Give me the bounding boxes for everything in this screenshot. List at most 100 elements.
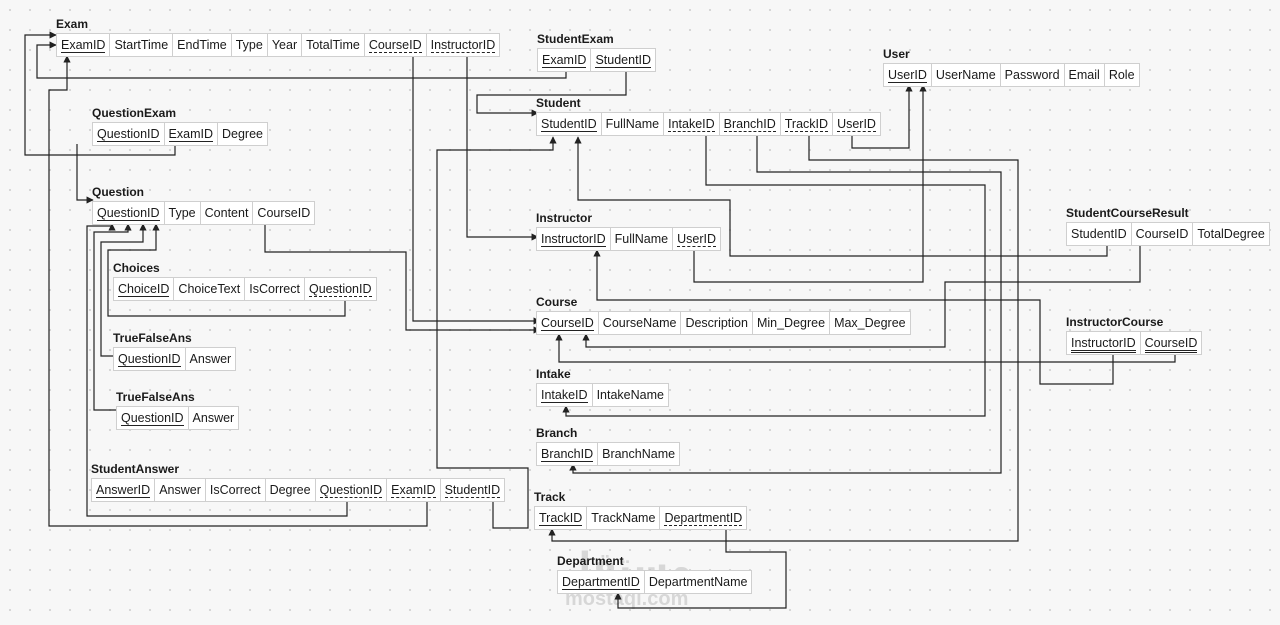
field-questionid[interactable]: QuestionID (93, 123, 165, 145)
field-instructorid[interactable]: InstructorID (537, 228, 611, 250)
field-branchid[interactable]: BranchID (537, 443, 599, 465)
field-userid[interactable]: UserID (884, 64, 932, 86)
field-label: Type (168, 206, 196, 220)
field-label: Answer (192, 411, 235, 425)
table-title: Choices (113, 261, 160, 275)
field-answer[interactable]: Answer (189, 407, 239, 429)
field-password[interactable]: Password (1001, 64, 1065, 86)
field-min-degree[interactable]: Min_Degree (753, 312, 831, 334)
field-trackid[interactable]: TrackID (781, 113, 834, 135)
field-starttime[interactable]: StartTime (110, 34, 174, 56)
field-coursename[interactable]: CourseName (599, 312, 682, 334)
field-iscorrect[interactable]: IsCorrect (245, 278, 305, 300)
field-username[interactable]: UserName (932, 64, 1001, 86)
field-answerid[interactable]: AnswerID (92, 479, 156, 501)
field-content[interactable]: Content (201, 202, 254, 224)
field-studentid[interactable]: StudentID (1067, 223, 1132, 245)
field-label: Content (204, 206, 249, 220)
field-courseid[interactable]: CourseID (253, 202, 314, 224)
field-questionid[interactable]: QuestionID (316, 479, 388, 501)
field-branchname[interactable]: BranchName (598, 443, 679, 465)
field-label: StartTime (114, 38, 169, 52)
field-courseid[interactable]: CourseID (1141, 332, 1202, 354)
field-label: CourseID (1144, 336, 1198, 353)
field-studentid[interactable]: StudentID (591, 49, 655, 71)
table-title: TrueFalseAns (116, 390, 195, 404)
field-studentid[interactable]: StudentID (441, 479, 505, 501)
field-totaldegree[interactable]: TotalDegree (1193, 223, 1268, 245)
field-role[interactable]: Role (1105, 64, 1139, 86)
field-branchid[interactable]: BranchID (720, 113, 781, 135)
field-year[interactable]: Year (268, 34, 303, 56)
field-departmentname[interactable]: DepartmentName (645, 571, 752, 593)
field-label: Description (685, 316, 748, 330)
field-degree[interactable]: Degree (266, 479, 316, 501)
field-courseid[interactable]: CourseID (1132, 223, 1194, 245)
field-label: TrackID (784, 117, 829, 132)
field-intakeid[interactable]: IntakeID (537, 384, 593, 406)
field-answer[interactable]: Answer (155, 479, 206, 501)
field-type[interactable]: Type (165, 202, 201, 224)
field-row: QuestionID Answer (113, 347, 237, 371)
field-instructorid[interactable]: InstructorID (427, 34, 500, 56)
field-courseid[interactable]: CourseID (537, 312, 599, 334)
field-label: QuestionID (118, 352, 181, 367)
field-courseid[interactable]: CourseID (365, 34, 427, 56)
field-max-degree[interactable]: Max_Degree (830, 312, 910, 334)
field-userid[interactable]: UserID (673, 228, 720, 250)
field-instructorid[interactable]: InstructorID (1067, 332, 1141, 354)
field-intakeid[interactable]: IntakeID (664, 113, 720, 135)
field-examid[interactable]: ExamID (387, 479, 441, 501)
field-userid[interactable]: UserID (833, 113, 880, 135)
field-degree[interactable]: Degree (218, 123, 267, 145)
field-endtime[interactable]: EndTime (173, 34, 232, 56)
field-iscorrect[interactable]: IsCorrect (206, 479, 266, 501)
field-label: DepartmentID (562, 575, 640, 590)
table-title: Branch (536, 426, 578, 440)
field-fullname[interactable]: FullName (602, 113, 665, 135)
field-totaltime[interactable]: TotalTime (302, 34, 365, 56)
field-examid[interactable]: ExamID (165, 123, 218, 145)
field-trackid[interactable]: TrackID (535, 507, 588, 529)
field-examid[interactable]: ExamID (538, 49, 592, 71)
field-choiceid[interactable]: ChoiceID (114, 278, 175, 300)
field-description[interactable]: Description (681, 312, 753, 334)
field-choicetext[interactable]: ChoiceText (174, 278, 246, 300)
field-studentid[interactable]: StudentID (537, 113, 602, 135)
table-title: Student (536, 96, 581, 110)
field-departmentid[interactable]: DepartmentID (660, 507, 746, 529)
field-questionid[interactable]: QuestionID (93, 202, 165, 224)
field-questionid[interactable]: QuestionID (117, 407, 189, 429)
field-email[interactable]: Email (1065, 64, 1105, 86)
field-questionid[interactable]: QuestionID (305, 278, 376, 300)
field-questionid[interactable]: QuestionID (114, 348, 186, 370)
field-type[interactable]: Type (232, 34, 268, 56)
field-label: TrackName (591, 511, 656, 525)
field-departmentid[interactable]: DepartmentID (558, 571, 645, 593)
field-answer[interactable]: Answer (186, 348, 236, 370)
field-trackname[interactable]: TrackName (587, 507, 661, 529)
field-fullname[interactable]: FullName (611, 228, 674, 250)
field-examid[interactable]: ExamID (57, 34, 111, 56)
field-intakename[interactable]: IntakeName (593, 384, 668, 406)
